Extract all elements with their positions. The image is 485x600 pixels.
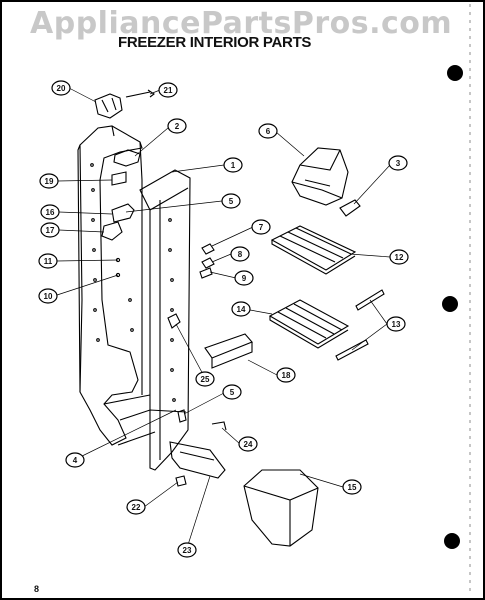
callout-19: 19: [45, 177, 54, 186]
callout-22: 22: [132, 503, 141, 512]
binder-hole-bottom: [444, 533, 460, 549]
callout-20: 20: [57, 84, 66, 93]
callout-5b: 5: [230, 388, 235, 397]
callout-4: 4: [73, 456, 78, 465]
callout-3: 3: [396, 159, 401, 168]
callout-5: 5: [229, 197, 234, 206]
callout-5b-circle: [222, 384, 242, 400]
callout-3-circle: [388, 155, 408, 171]
callout-10: 10: [44, 292, 53, 301]
callout-8-circle: [230, 246, 250, 262]
callout-12: 12: [395, 253, 404, 262]
callout-13: 13: [392, 320, 401, 329]
callout-1-circle: [223, 157, 243, 173]
callout-8: 8: [238, 250, 243, 259]
callout-24: 24: [244, 440, 253, 449]
callout-23-circle: [177, 542, 197, 558]
callout-5-circle: [221, 193, 241, 209]
callout-15-circle: [342, 479, 362, 495]
callout-20-circle: [51, 80, 71, 96]
callout-circles: [38, 80, 409, 558]
callout-18-circle: [276, 367, 296, 383]
callout-7: 7: [259, 223, 264, 232]
callout-10-circle: [38, 288, 58, 304]
binder-hole-middle: [442, 296, 458, 312]
callout-4-circle: [65, 452, 85, 468]
callout-9-circle: [234, 270, 254, 286]
callout-21: 21: [164, 86, 173, 95]
diagram-title: FREEZER INTERIOR PARTS: [118, 34, 312, 51]
page-number: 8: [34, 584, 40, 594]
callout-17-circle: [40, 222, 60, 238]
callout-22-circle: [126, 499, 146, 515]
callout-14: 14: [237, 305, 246, 314]
callout-17: 17: [46, 226, 55, 235]
callout-13-circle: [386, 316, 406, 332]
callout-18: 18: [282, 371, 291, 380]
watermark: AppliancePartsPros.com: [30, 6, 453, 41]
callout-1: 1: [231, 161, 236, 170]
callout-6: 6: [266, 127, 271, 136]
callout-labels: 20 21 2 1 6 3 19 5 16 17 7 8 12 11 9 10 …: [44, 84, 404, 555]
callout-12-circle: [389, 249, 409, 265]
callout-14-circle: [231, 301, 251, 317]
callout-16-circle: [40, 204, 60, 220]
callout-15: 15: [348, 483, 357, 492]
binder-hole-top: [447, 65, 463, 81]
accessory-parts-drawing: [175, 147, 385, 547]
callout-2: 2: [175, 122, 180, 131]
leader-lines: [56, 87, 391, 549]
callout-7-circle: [251, 219, 271, 235]
freezer-liner-drawing: [77, 89, 227, 479]
callout-25-circle: [195, 371, 215, 387]
callout-6-circle: [258, 123, 278, 139]
callout-24-circle: [238, 436, 258, 452]
callout-23: 23: [183, 546, 192, 555]
callout-19-circle: [39, 173, 59, 189]
callout-25: 25: [201, 375, 210, 384]
callout-16: 16: [46, 208, 55, 217]
callout-11: 11: [44, 257, 53, 266]
callout-11-circle: [38, 253, 58, 269]
callout-21-circle: [158, 82, 178, 98]
callout-2-circle: [167, 118, 187, 134]
callout-9: 9: [242, 274, 247, 283]
